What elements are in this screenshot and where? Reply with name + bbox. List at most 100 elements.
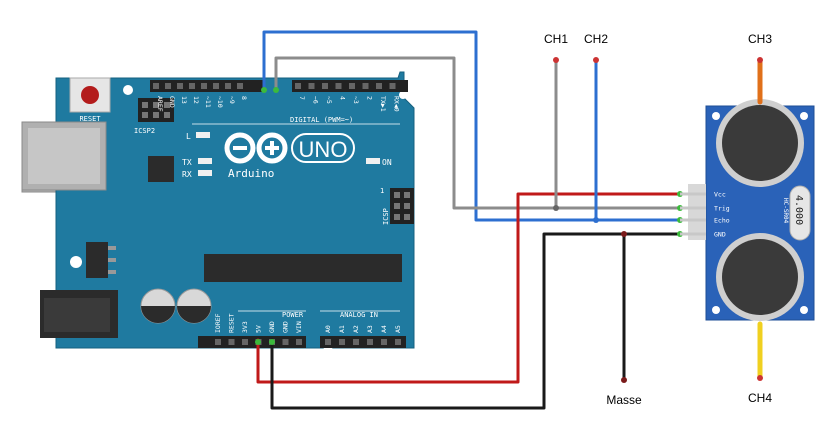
pin-hole [201, 83, 207, 89]
pin-hole [308, 83, 315, 89]
arduino-logo [224, 132, 288, 164]
analog-pin-label: A3 [366, 325, 374, 333]
top-pin-label: 8 [240, 96, 248, 100]
led-on [366, 158, 380, 164]
icsp2-pins [142, 102, 170, 118]
top-pin-label: 7 [298, 96, 306, 100]
pin-hole [282, 339, 289, 345]
sensor-pin-label: Echo [714, 217, 730, 225]
pin-hole [228, 339, 235, 345]
brand-label: Arduino [228, 167, 274, 180]
analog-in-label: ANALOG IN [340, 311, 378, 319]
wire-black [270, 232, 682, 410]
analog-pin-label: A1 [338, 325, 346, 333]
led-tx [198, 158, 212, 164]
pin-hole [177, 83, 183, 89]
pin-hole [189, 83, 195, 89]
crystal-label: 4.000 [793, 195, 804, 225]
power-label: POWER [282, 311, 304, 319]
pin-hole [395, 339, 401, 345]
top-pin-label: ~10 [216, 96, 224, 108]
wire-blue [262, 30, 682, 222]
regulator-pin [108, 258, 116, 262]
usb-jack-inner [28, 128, 100, 184]
pin-hole [353, 339, 359, 345]
led-rx [198, 170, 212, 176]
sensor-pin-label: Trig [714, 205, 730, 213]
wire-gray [274, 56, 682, 210]
analog-pin-label: A0 [324, 325, 332, 333]
analog-pin-label: A4 [380, 325, 388, 333]
reset-label: RESET [79, 115, 101, 123]
icsp-pin1-label: 1 [380, 187, 384, 195]
power-pin-label: RESET [228, 313, 236, 333]
regulator-pin [108, 246, 116, 250]
transducer-bottom [716, 233, 804, 321]
sensor-mount-hole [800, 306, 808, 314]
analog-pin-label: A2 [352, 325, 360, 333]
power-pin-label: VIN [295, 321, 303, 333]
mount-hole [70, 256, 82, 268]
wire-red [256, 192, 682, 384]
capacitor [176, 288, 212, 324]
led-tx-label: TX [182, 158, 192, 167]
pin-hole [215, 339, 221, 345]
top-pin-label: ~9 [228, 96, 236, 104]
icsp-header [390, 188, 414, 224]
top-pin-label: AREF [156, 96, 164, 112]
sensor-pin-label: Vcc [714, 191, 726, 199]
analog-pin-labels: A0 A1 A2 A3 A4 A5 [324, 325, 402, 333]
pin-hole [339, 339, 345, 345]
wire-endpoints [255, 57, 763, 383]
reset-button-cap [81, 86, 99, 104]
sensor-pin-stubs [680, 192, 706, 236]
power-pin-label: IOREF [214, 313, 222, 333]
pin-hole [322, 83, 328, 89]
pin-hole [213, 83, 219, 89]
pin-hole [165, 83, 171, 89]
analog-header [320, 336, 406, 348]
analog-pin-label: A5 [394, 325, 402, 333]
ch2-label: CH2 [584, 32, 608, 46]
power-jack-inner [44, 298, 110, 332]
pin-hole [225, 83, 231, 89]
ch4-label: CH4 [748, 391, 772, 405]
pin-hole [367, 339, 373, 345]
sensor-mount-hole [712, 112, 720, 120]
led-on-label: ON [382, 158, 392, 167]
power-pin-label: 5V [255, 325, 263, 333]
mount-hole [123, 85, 133, 95]
sensor-pin-label: GND [714, 231, 726, 239]
pin-hole [296, 339, 302, 345]
digital-label: DIGITAL (PWM=~) [290, 116, 353, 124]
pin-hole [376, 83, 382, 89]
sensor-mount-hole [800, 112, 808, 120]
icsp-label: ICSP [382, 208, 390, 225]
ch1-label: CH1 [544, 32, 568, 46]
top-pin-label: ~6 [312, 96, 320, 104]
pin-hole [335, 83, 342, 89]
uno-badge [291, 133, 355, 163]
mount-hole [399, 91, 407, 99]
transducer-top [716, 99, 804, 187]
regulator-pin [108, 270, 116, 274]
pin-hole [325, 339, 331, 345]
top-pin-label: 12 [192, 96, 200, 104]
top-pin-label: 4 [339, 96, 347, 100]
pin-hole [237, 83, 243, 89]
sensor-model-label: HC-SR04 [782, 198, 789, 224]
top-pin-label: 13 [180, 96, 188, 104]
regulator [86, 242, 108, 278]
sensor-mount-hole [712, 306, 720, 314]
top-pin-label: 2 [366, 96, 374, 100]
icsp-pins [394, 192, 410, 220]
pin-hole [362, 83, 369, 89]
pin-hole [381, 339, 387, 345]
reset-button [69, 77, 111, 113]
wires [256, 30, 763, 410]
power-header [198, 336, 306, 348]
